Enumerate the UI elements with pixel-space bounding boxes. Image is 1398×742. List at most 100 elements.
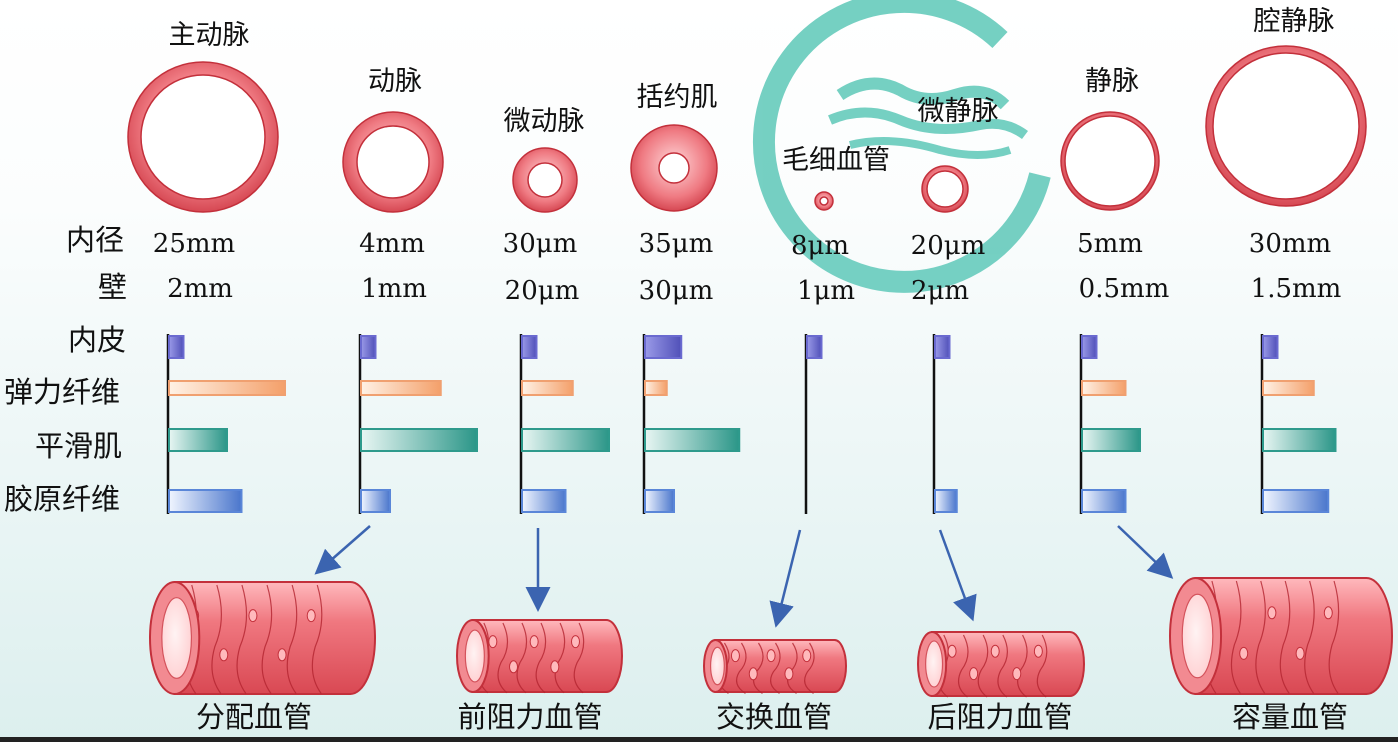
tube-fiber <box>286 584 298 694</box>
bar-group-aorta <box>166 334 286 514</box>
wall-vena-cava: 1.5mm <box>1250 274 1342 304</box>
bar-collagen-fiber <box>168 489 243 513</box>
tube-fiber <box>1328 580 1340 694</box>
bar-elastic-fiber <box>644 380 668 396</box>
bar-collagen-fiber <box>1262 489 1330 513</box>
bar-group-arteriole <box>519 334 610 514</box>
bar-collagen-fiber <box>521 489 567 513</box>
bar-endothelium <box>521 335 538 359</box>
tube-fiber <box>770 642 781 694</box>
vessel-name-sphincter: 括约肌 <box>636 82 718 113</box>
diameter-vena-cava: 30mm <box>1248 229 1332 259</box>
tube-fiber <box>1279 580 1291 694</box>
bottom-edge <box>0 737 1398 742</box>
diameter-venule: 20μm <box>910 231 986 261</box>
tube-body <box>1194 577 1393 695</box>
tube-cell <box>784 667 794 681</box>
bar-smooth-muscle <box>360 428 478 452</box>
bar-smooth-muscle <box>168 428 228 452</box>
tube-fiber <box>997 634 1008 698</box>
group-label-capacitance: 容量血管 <box>1231 700 1349 734</box>
tube-cell <box>802 649 812 663</box>
tube-cell <box>248 609 258 623</box>
vessel-tube-4 <box>917 631 1085 698</box>
bar-endothelium <box>806 335 823 359</box>
arrow-3 <box>769 529 802 628</box>
tube-body <box>471 619 623 693</box>
bar-smooth-muscle <box>521 428 610 452</box>
tube-cell <box>730 649 740 663</box>
wall-aorta: 2mm <box>167 274 233 304</box>
bar-collagen-fiber <box>644 489 675 513</box>
diameter-capillary: 8μm <box>790 231 850 261</box>
tube-fiber <box>977 634 989 698</box>
group-label-distribution: 分配血管 <box>195 700 313 734</box>
diameter-sphincter: 35μm <box>638 229 714 259</box>
tube-cell <box>766 649 776 663</box>
bar-elastic-fiber <box>521 380 574 396</box>
tube-lumen <box>925 640 944 688</box>
cross-section-vein <box>1060 111 1160 211</box>
arrow-1 <box>314 525 371 575</box>
wall-arteriole: 20μm <box>504 276 580 306</box>
tube-fiber <box>211 584 222 694</box>
tube-cell <box>219 648 229 662</box>
tube-body <box>173 581 376 695</box>
group-label-post-resistance: 后阻力血管 <box>927 700 1073 734</box>
arrow-5 <box>1117 525 1174 579</box>
cross-section-sphincter <box>630 124 718 212</box>
tube-lumen <box>161 597 193 679</box>
bar-smooth-muscle <box>1081 428 1141 452</box>
wall-capillary: 1μm <box>796 276 856 306</box>
tube-fiber <box>573 622 585 694</box>
bar-group-venule <box>932 334 958 514</box>
vessel-tubes <box>149 577 1393 698</box>
bar-collagen-fiber <box>934 489 958 513</box>
tube-fiber <box>1230 580 1242 694</box>
bar-elastic-fiber <box>168 380 286 396</box>
tube-fiber <box>311 584 323 694</box>
tube-cell <box>1012 667 1022 681</box>
group-label-pre-resistance: 前阻力血管 <box>457 700 603 734</box>
diameter-artery: 4mm <box>359 229 425 259</box>
bar-elastic-fiber <box>1262 380 1315 396</box>
bar-collagen-fiber <box>360 489 391 513</box>
tube-cell <box>969 667 979 681</box>
arrow-4 <box>938 529 977 622</box>
wall-sphincter: 30μm <box>638 276 714 306</box>
row-label-collagen-fiber: 胶原纤维 <box>4 482 121 516</box>
tube-cell <box>306 609 316 623</box>
watermark-logo <box>753 0 1051 293</box>
tube-fiber <box>1304 580 1315 694</box>
bar-group-vein <box>1079 334 1141 514</box>
tube-lumen <box>1181 593 1214 679</box>
tube-fiber <box>1036 634 1048 698</box>
bar-endothelium <box>934 335 951 359</box>
diameter-aorta: 25mm <box>152 229 236 259</box>
vessel-name-capillary: 毛细血管 <box>782 145 890 176</box>
tube-fiber <box>261 584 273 694</box>
tube-cell <box>488 635 498 649</box>
tube-fiber <box>497 622 509 694</box>
cross-section-aorta <box>127 61 279 213</box>
row-label-elastic-fiber: 弹力纤维 <box>4 375 121 409</box>
bar-smooth-muscle <box>644 428 741 452</box>
wall-artery: 1mm <box>361 274 427 304</box>
diameter-arteriole: 30μm <box>502 229 578 259</box>
tube-cell <box>990 644 1000 658</box>
vessel-tube-5 <box>1169 577 1393 695</box>
tube-fiber <box>516 622 528 694</box>
bar-endothelium <box>644 335 683 359</box>
row-label-endothelium: 内皮 <box>68 323 127 357</box>
vessel-tube-2 <box>456 619 623 694</box>
bar-endothelium <box>1262 335 1279 359</box>
vessel-name-arteriole: 微动脉 <box>503 106 585 137</box>
wall-composition-bars <box>166 334 1337 514</box>
cross-section-arteriole <box>512 147 578 213</box>
vessel-name-venule: 微静脉 <box>917 96 999 127</box>
bar-smooth-muscle <box>1262 428 1337 452</box>
bar-group-vena-cava <box>1260 334 1337 514</box>
bar-group-sphincter <box>642 334 741 514</box>
vessel-name-aorta: 主动脉 <box>168 20 250 51</box>
